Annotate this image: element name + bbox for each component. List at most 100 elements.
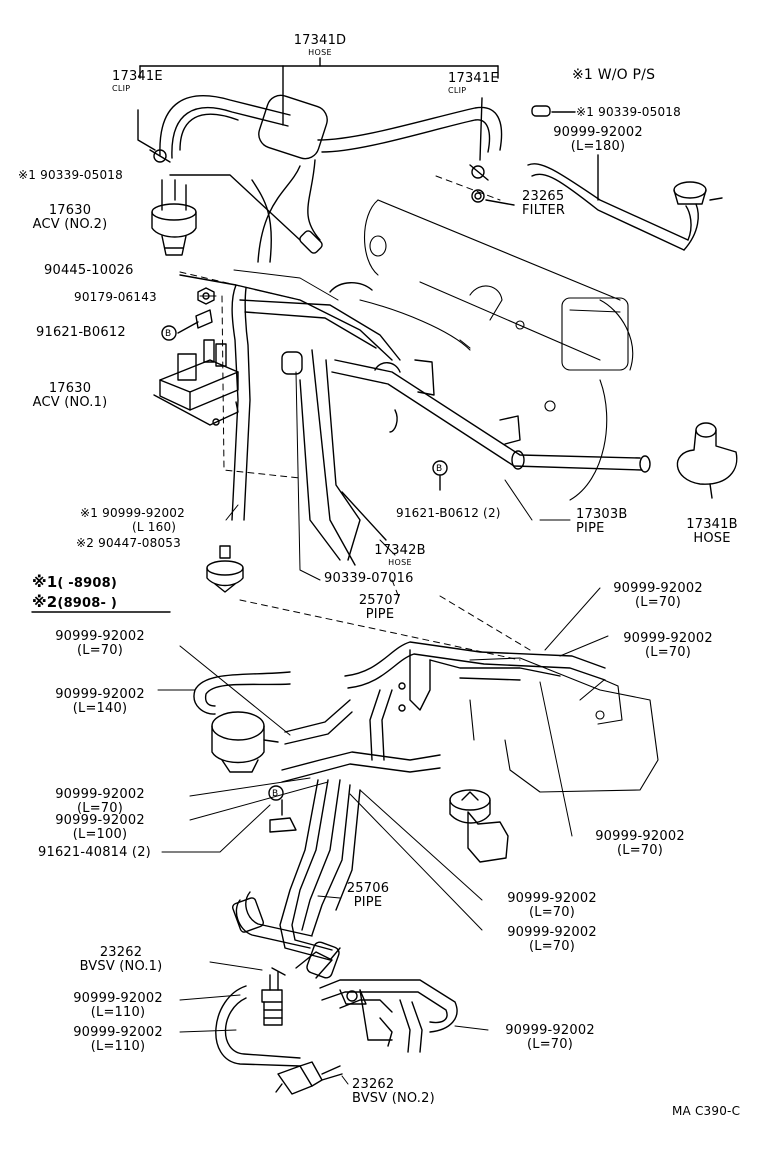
hose-right-top-num: 90999-92002 xyxy=(553,125,643,140)
hose-l70-b-len: (L=70) xyxy=(644,645,692,660)
dashed-lines xyxy=(179,175,531,661)
hose-l100-len: (L=100) xyxy=(72,827,128,842)
engine-lower xyxy=(469,657,659,793)
hoses-lower-left xyxy=(193,671,441,783)
hose-17341d xyxy=(159,94,503,263)
pipe-17303b-num: 17303B xyxy=(576,507,628,522)
wo-ps-label: ※1 W/O P/S xyxy=(572,67,656,83)
pipe-17303b-name: PIPE xyxy=(576,521,605,536)
pipe-17303b-label: 17303B PIPE xyxy=(576,508,627,536)
filter-label: 23265 FILTER xyxy=(522,190,565,218)
hose-l140-label: 90999-92002 (L=140) xyxy=(42,688,158,716)
bvsv1-label: 23262 BVSV (NO.1) xyxy=(62,946,180,974)
hose-right-top-label: 90999-92002 (L=180) xyxy=(540,126,656,154)
bvsv2-label: 23262 BVSV (NO.2) xyxy=(352,1078,435,1106)
bolt-91621-top-label: 91621-B0612 xyxy=(36,325,126,340)
hose-wo-ps xyxy=(527,154,723,251)
legend-1-mark: ※1 xyxy=(32,573,58,591)
legend-2-mark: ※2 xyxy=(32,593,58,611)
hose-l70-c-num: 90999-92002 xyxy=(55,629,145,644)
filter-icon xyxy=(471,189,515,206)
bvsv2-num: 23262 xyxy=(352,1077,395,1092)
hose-l70-f-num: 90999-92002 xyxy=(507,891,597,906)
hose-l70-b-num: 90999-92002 xyxy=(623,631,713,646)
plug-left-label: ※1 90339-05018 xyxy=(18,168,123,182)
bvsv1-icon xyxy=(261,967,286,1026)
hose-l70-a-num: 90999-92002 xyxy=(613,581,703,596)
clip-left-label: 17341E CLIP xyxy=(112,70,163,94)
hose-l100-label: 90999-92002 (L=100) xyxy=(42,814,158,842)
hose-17341b-name: HOSE xyxy=(693,531,731,546)
clip-right-label: 17341E CLIP xyxy=(448,71,499,96)
bolt-91621-40814-label: 91621-40814 (2) xyxy=(38,845,151,860)
hose-17341d-name: HOSE xyxy=(308,48,332,57)
valve-90447-icon xyxy=(206,545,244,593)
pipe-25706-name: PIPE xyxy=(353,895,383,910)
legend-2-text: (8908- ) xyxy=(57,596,118,611)
hose-160-label: ※1 90999-92002 (L 160) xyxy=(80,506,185,534)
hose-l70-f-len: (L=70) xyxy=(528,905,576,920)
acv-hoses xyxy=(179,274,401,521)
hose-17342b xyxy=(281,349,398,566)
hose-l110-a-label: 90999-92002 (L=110) xyxy=(58,992,178,1020)
hose-l70-e-len: (L=70) xyxy=(616,843,664,858)
hose-l140-len: (L=140) xyxy=(72,701,128,716)
plug-90447-label: ※2 90447-08053 xyxy=(76,536,181,550)
hose-l110-b-len: (L=110) xyxy=(90,1039,146,1054)
valve-lower-left-icon xyxy=(211,711,279,773)
acv2-icon xyxy=(151,179,197,256)
clip-right-num: 17341E xyxy=(448,71,499,86)
hose-17342b-name: HOSE xyxy=(388,558,412,567)
hose-l70-g-label: 90999-92002 (L=70) xyxy=(494,926,610,954)
legend-1-text: ( -8908) xyxy=(57,576,118,591)
hose-right-top-len: (L=180) xyxy=(570,139,626,154)
pipe-17303b xyxy=(331,359,651,473)
clip-left-name: CLIP xyxy=(112,84,131,93)
pipe-25707-name: PIPE xyxy=(365,607,395,622)
hose-l70-h-num: 90999-92002 xyxy=(505,1023,595,1038)
hose-l70-d-num: 90999-92002 xyxy=(55,787,145,802)
hose-90445-label: 90445-10026 xyxy=(44,263,134,278)
hose-l70-h-label: 90999-92002 (L=70) xyxy=(490,1024,610,1052)
bvsv2-name: BVSV (NO.2) xyxy=(352,1091,435,1106)
hose-17341b-icon xyxy=(676,422,738,499)
acv2-num: 17630 xyxy=(48,203,92,218)
hose-l70-d-len: (L=70) xyxy=(76,801,124,816)
hose-l70-d-label: 90999-92002 (L=70) xyxy=(42,788,158,816)
hose-l70-e-label: 90999-92002 (L=70) xyxy=(582,830,698,858)
clip-left-icon xyxy=(137,109,171,163)
hose-l110-b-label: 90999-92002 (L=110) xyxy=(58,1026,178,1054)
filter-num: 23265 xyxy=(522,189,565,204)
marker-b-mid: B xyxy=(436,464,443,474)
hose-l70-c-len: (L=70) xyxy=(76,643,124,658)
bolt-b-top-icon xyxy=(161,309,213,341)
acv2-label: 17630 ACV (NO.2) xyxy=(20,204,120,232)
bolt-91621-mid-label: 91621-B0612 (2) xyxy=(396,506,501,520)
hose-17342b-label: 17342B HOSE xyxy=(370,544,430,568)
hose-l70-g-len: (L=70) xyxy=(528,939,576,954)
hose-17341b-label: 17341B HOSE xyxy=(682,518,742,546)
acv1-icon xyxy=(153,339,239,426)
pipe-25706 xyxy=(232,779,361,979)
hose-l70-h-len: (L=70) xyxy=(526,1037,574,1052)
leader-lines-upper xyxy=(199,269,571,581)
hose-l70-a-label: 90999-92002 (L=70) xyxy=(600,582,716,610)
bracket-b-lower xyxy=(268,785,297,833)
acv1-name: ACV (NO.1) xyxy=(32,395,108,410)
filter-name: FILTER xyxy=(522,203,566,218)
pipe-25707 xyxy=(344,641,606,761)
hose-l70-g-num: 90999-92002 xyxy=(507,925,597,940)
legend-1: ※1( -8908) xyxy=(32,574,117,592)
hose-160-len: (L 160) xyxy=(132,520,177,534)
pipe-25707-num: 25707 xyxy=(358,593,402,608)
leader-lines-lower xyxy=(157,587,609,1085)
acv1-label: 17630 ACV (NO.1) xyxy=(20,382,120,410)
hose-l70-f-label: 90999-92002 (L=70) xyxy=(494,892,610,920)
hose-l140-num: 90999-92002 xyxy=(55,687,145,702)
bvsv1-name: BVSV (NO.1) xyxy=(79,959,163,974)
footer-code: MA C390-C xyxy=(672,1104,741,1118)
acv2-name: ACV (NO.2) xyxy=(32,217,108,232)
hose-l70-e-num: 90999-92002 xyxy=(595,829,685,844)
pipe-25707-label: 25707 PIPE xyxy=(350,594,410,622)
